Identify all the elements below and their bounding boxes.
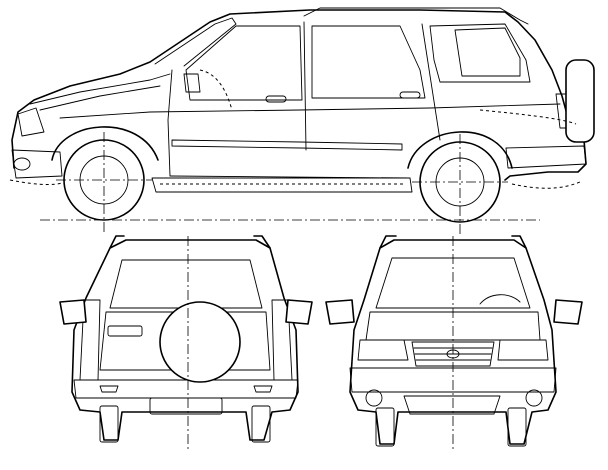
side-roof-rail	[303, 7, 529, 25]
rear-mirror-right	[285, 299, 313, 325]
front-grille	[411, 341, 495, 367]
side-front-window	[185, 25, 303, 101]
rear-handle	[107, 325, 143, 337]
side-quarter-window	[429, 23, 531, 83]
side-spare-tire	[565, 59, 595, 143]
side-c-pillar	[421, 23, 441, 141]
side-rear-bumper	[505, 145, 587, 169]
rear-window	[109, 259, 263, 309]
rear-bumper	[73, 379, 299, 399]
rear-reflector-left	[99, 385, 119, 393]
side-rocker-panel	[151, 177, 413, 193]
side-front-wheel-arch	[51, 126, 159, 161]
front-bumper	[349, 367, 557, 393]
rear-spare-tire	[159, 301, 241, 383]
front-fog-lamp-left	[365, 389, 383, 407]
front-wheel-right	[507, 407, 527, 447]
side-mirror	[183, 73, 201, 93]
side-hidden-line-rear	[511, 181, 581, 189]
front-headlight-left	[357, 339, 409, 361]
side-b-pillar	[303, 21, 307, 151]
side-rear-door-handle	[399, 91, 421, 99]
side-hood-line	[29, 73, 171, 105]
side-front-bumper	[11, 149, 63, 179]
front-view	[325, 235, 583, 452]
rear-view	[59, 235, 313, 450]
side-view	[9, 7, 595, 236]
front-wheel-left	[375, 407, 395, 447]
side-front-wheel-centerline	[56, 132, 152, 234]
side-rear-wheel-arch	[407, 131, 513, 169]
side-rear-wheel-centerline	[412, 134, 508, 236]
side-windshield	[154, 17, 237, 67]
side-moulding	[171, 139, 403, 151]
front-roof-rail-left	[379, 235, 397, 249]
rear-body-outline	[71, 239, 299, 441]
front-fog-lamp-right	[525, 389, 543, 407]
rear-roof-rail-left	[109, 235, 125, 249]
side-headlight	[17, 107, 45, 137]
front-wiper	[479, 294, 521, 305]
front-mirror-left	[325, 299, 355, 325]
side-front-door-handle	[265, 95, 287, 103]
front-skid-plate	[403, 395, 501, 415]
front-headlight-right	[497, 339, 549, 361]
rear-roof-rail-right	[253, 235, 271, 249]
front-body-outline	[349, 239, 557, 445]
side-rear-window	[311, 25, 426, 99]
front-windshield	[375, 257, 531, 309]
side-hidden-seat	[199, 69, 233, 111]
side-hidden-line-front	[9, 179, 71, 185]
front-mirror-right	[553, 299, 583, 325]
side-quarter-glass	[454, 27, 521, 77]
side-hood-crease	[39, 85, 161, 111]
rear-wheel-left	[99, 405, 119, 443]
front-roof-rail-right	[511, 235, 527, 249]
rear-license-plate	[149, 397, 223, 415]
side-front-door-line	[167, 69, 173, 177]
side-hidden-wheel-arch	[479, 109, 577, 125]
side-fog-lamp	[13, 157, 31, 171]
rear-reflector-right	[253, 385, 273, 393]
rear-mirror-left	[59, 299, 87, 325]
side-beltline	[59, 103, 561, 119]
rear-wheel-right	[251, 405, 271, 443]
side-body-outline	[11, 9, 587, 181]
